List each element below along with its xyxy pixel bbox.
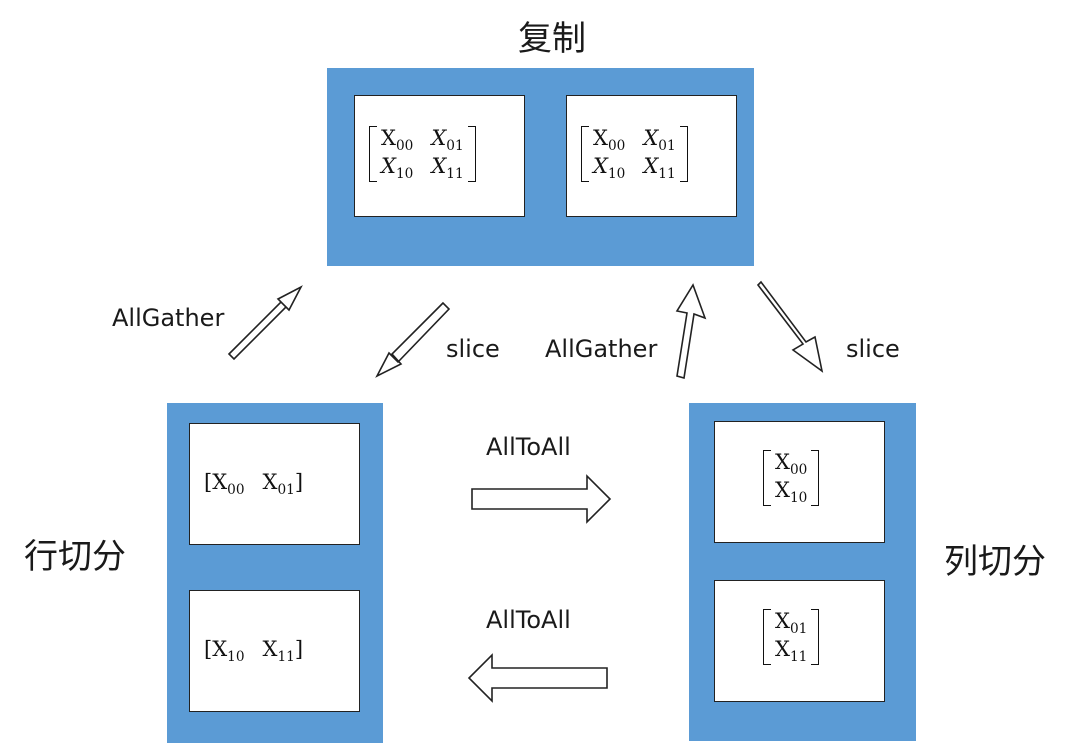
row-split-panel: [X00 X01] [X10 X11]: [167, 403, 383, 743]
row-split-matrix-1: [X00 X01]: [204, 470, 304, 499]
alltoall-right-arrow: [471, 474, 612, 524]
col-split-title: 列切分: [944, 542, 1046, 582]
col-split-matrix-2: X01 X11: [763, 609, 820, 666]
row-split-title: 行切分: [24, 537, 126, 577]
alltoall-left-arrow: [467, 653, 608, 703]
col-split-cell-1: X00 X10: [714, 421, 885, 543]
allgather-right-arrow: [675, 283, 707, 380]
col-split-panel: X00 X10 X01 X11: [689, 403, 916, 741]
slice-right-arrow: [756, 280, 824, 373]
row-split-cell-1: [X00 X01]: [189, 423, 360, 545]
row-split-matrix-2: [X10 X11]: [204, 637, 304, 666]
slice-right-label: slice: [846, 335, 900, 363]
col-split-matrix-1: X00 X10: [763, 450, 820, 507]
allgather-left-arrow: [227, 285, 303, 361]
replicate-title: 复制: [518, 19, 586, 59]
slice-left-arrow: [375, 301, 451, 378]
allgather-left-label: AllGather: [112, 304, 225, 332]
col-split-cell-2: X01 X11: [714, 580, 885, 702]
slice-left-label: slice: [446, 335, 500, 363]
alltoall-bottom-label: AllToAll: [486, 606, 571, 634]
allgather-right-label: AllGather: [545, 335, 658, 363]
row-split-cell-2: [X10 X11]: [189, 590, 360, 712]
alltoall-top-label: AllToAll: [486, 433, 571, 461]
